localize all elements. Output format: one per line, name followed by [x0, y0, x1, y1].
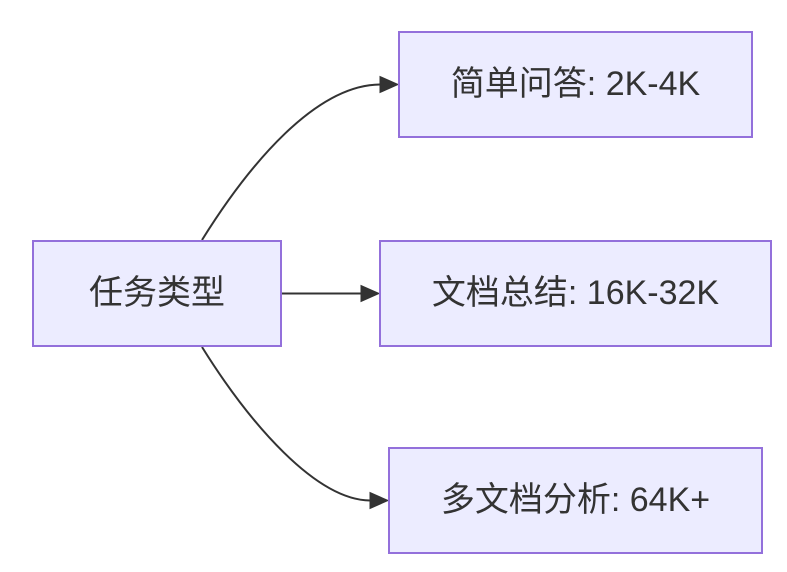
node-doc-summary: 文档总结: 16K-32K [379, 240, 772, 347]
node-multi-doc-analysis: 多文档分析: 64K+ [388, 447, 763, 554]
arrowhead-icon [369, 491, 390, 510]
arrowhead-icon [379, 75, 400, 94]
arrowhead-icon [360, 284, 381, 303]
node-multi-doc-analysis-label: 多文档分析: 64K+ [440, 481, 711, 520]
node-task-type-label: 任务类型 [89, 274, 225, 313]
node-simple-qa: 简单问答: 2K-4K [398, 31, 753, 138]
edge-task-type-to-multi-doc-analysis [201, 346, 371, 502]
edge-task-type-to-simple-qa [201, 83, 381, 241]
node-doc-summary-label: 文档总结: 16K-32K [431, 274, 720, 313]
node-task-type: 任务类型 [32, 240, 282, 347]
node-simple-qa-label: 简单问答: 2K-4K [450, 65, 701, 104]
